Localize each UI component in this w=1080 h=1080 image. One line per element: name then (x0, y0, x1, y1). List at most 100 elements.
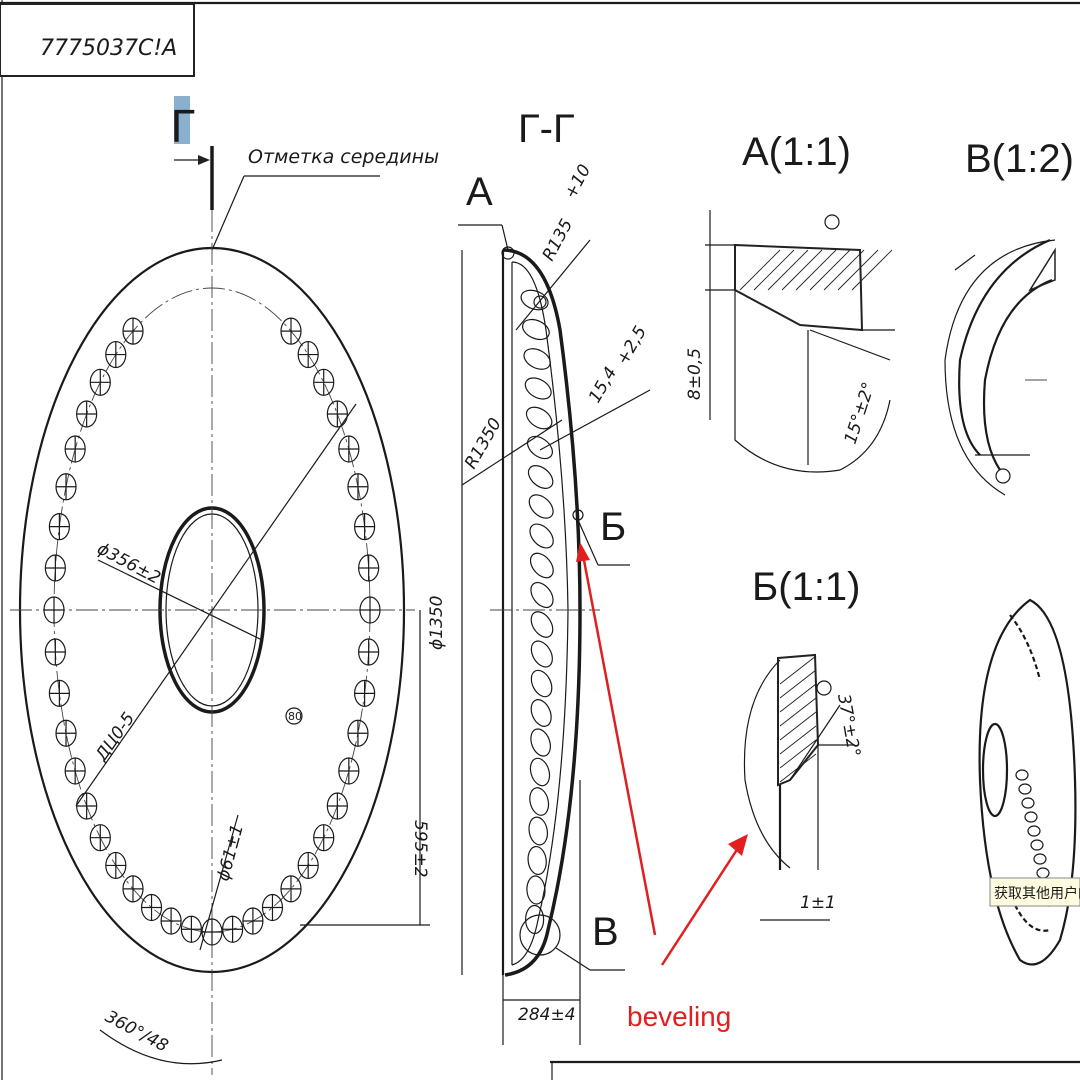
mounting-hole (297, 340, 319, 369)
mounting-hole (122, 317, 144, 345)
mounting-hole (326, 400, 348, 428)
mounting-hole (44, 638, 66, 666)
perspective-hole (1021, 797, 1035, 809)
dim-inner-diameter: ϕ356±2 (94, 539, 164, 589)
detail-a-view: A(1:1) 8±0,5 15°±2° (685, 130, 895, 473)
perspective-hole (1033, 853, 1047, 865)
mounting-hole (43, 596, 65, 624)
section-inner-profile (511, 261, 569, 966)
perspective-hole (1024, 811, 1038, 823)
perspective-teeth-bottom (1014, 904, 1051, 932)
section-hole (530, 728, 551, 757)
section-marker: Г (170, 102, 197, 153)
tooltip-text: 获取其他用户的 (994, 885, 1080, 902)
section-hole (523, 348, 551, 370)
section-hole (525, 406, 553, 430)
header-code-box: 7775037C!A (0, 3, 195, 77)
header-code: 7775037C!A (40, 36, 177, 61)
detail-b-hatch-area (1028, 247, 1056, 292)
mounting-hole (76, 400, 98, 428)
detail-be-view: Б(1:1) 37°±2° 1±1 (743, 565, 864, 921)
perspective-view (978, 598, 1077, 966)
mounting-hole (48, 679, 70, 707)
mounting-hole (261, 893, 284, 922)
roughness-symbol-section (533, 295, 547, 309)
detail-a-title: A(1:1) (742, 130, 851, 174)
section-hole (520, 289, 549, 311)
roughness-symbol-front (285, 707, 303, 725)
perspective-hole (1030, 839, 1044, 851)
mounting-hole (280, 875, 302, 903)
mounting-hole (359, 596, 381, 624)
section-hole (524, 377, 552, 400)
detail-a-angle: 15°±2° (841, 380, 880, 447)
dim-thickness: 15,4 (585, 364, 621, 407)
dim-angle-step: 360°/48 (102, 1007, 172, 1057)
dim-thickness-tol: +2,5 (613, 323, 651, 369)
mounting-hole (105, 851, 127, 880)
detail-b-curve-1 (958, 238, 1051, 456)
section-hole (527, 465, 554, 489)
section-outer-profile (502, 248, 582, 977)
detail-a-angle-line (809, 329, 891, 361)
mounting-hole (55, 719, 77, 747)
section-hole (525, 904, 545, 935)
section-view: Г-Г A ϕ1350 R1350 R135 +10 15,4 +2,5 284… (427, 107, 651, 1045)
section-hole (529, 787, 550, 816)
mounting-hole (44, 554, 66, 582)
section-hole (527, 845, 547, 876)
dim-radius-large: R1350 (461, 415, 506, 473)
detail-b-arrow (954, 254, 976, 271)
section-hole (528, 494, 554, 519)
perspective-hole (1036, 867, 1050, 879)
point-v-circle (519, 914, 561, 956)
mounting-hole (89, 368, 111, 396)
mounting-hole (160, 907, 182, 935)
mounting-hole (313, 368, 335, 396)
perspective-hole (1018, 783, 1032, 795)
dim-half-height: 595±2 (410, 820, 430, 878)
middle-mark-leader (211, 175, 245, 251)
section-hole (528, 816, 549, 846)
mounting-hole (297, 851, 319, 880)
dim-radius-large-line (461, 419, 563, 486)
mounting-hole (76, 792, 98, 820)
dim-hole-count: ДЦ0-5 (91, 709, 139, 766)
dim-thickness-line (539, 389, 651, 451)
detail-be-roughness (816, 680, 832, 696)
dim-angle-arc (99, 1029, 223, 1065)
point-a-label: A (466, 170, 493, 214)
dim-radius-small-line (515, 239, 591, 331)
perspective-hole (1015, 769, 1029, 781)
mounting-hole (122, 875, 144, 903)
mounting-holes (43, 317, 381, 946)
detail-b-curve-2 (982, 278, 1053, 471)
section-arrow-head (198, 155, 210, 165)
mounting-hole (338, 757, 360, 785)
section-hole (529, 552, 554, 579)
front-view: ϕ356±2 ДЦ0-5 ϕ61±1 360°/48 595±2 80 (10, 210, 430, 1075)
mounting-hole (89, 824, 111, 852)
mounting-hole (242, 907, 264, 935)
tooltip[interactable]: 获取其他用户的 (989, 877, 1080, 907)
mounting-hole (280, 317, 302, 345)
section-hole (529, 757, 551, 787)
section-hole (530, 669, 553, 698)
perspective-teeth-top (1009, 614, 1042, 681)
mounting-hole (338, 435, 360, 463)
section-hole (529, 523, 554, 549)
beveling-arrow-1-head (576, 542, 590, 562)
point-a-leader-2 (501, 224, 509, 251)
detail-be-hatch (779, 655, 817, 783)
mounting-hole (326, 792, 348, 820)
middle-mark-label: Отметка середины (248, 146, 439, 168)
beveling-arrow-1 (581, 554, 657, 936)
detail-be-angle: 37°±2° (833, 692, 864, 758)
point-v-label: B (592, 910, 619, 954)
mounting-hole (140, 893, 163, 922)
section-hole (530, 611, 554, 638)
beveling-label: beveling (627, 1001, 731, 1032)
detail-be-title: Б(1:1) (752, 565, 861, 609)
beveling-arrow-2-head (728, 834, 748, 856)
